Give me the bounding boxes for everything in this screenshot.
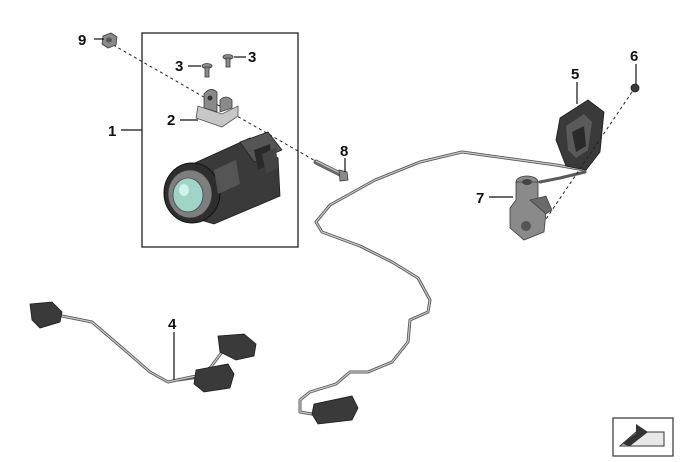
long-bolt-part bbox=[313, 159, 349, 182]
callout-5: 5 bbox=[571, 66, 579, 83]
mounting-bracket-part bbox=[195, 89, 239, 128]
screw-part-left bbox=[201, 63, 213, 78]
adapter-connector-lower bbox=[193, 363, 235, 393]
page-arrow-icon[interactable] bbox=[612, 417, 674, 457]
callout-1: 1 bbox=[108, 123, 116, 140]
callout-3-right: 3 bbox=[248, 49, 256, 66]
wiring-harness-main bbox=[298, 150, 587, 425]
callout-7: 7 bbox=[476, 190, 484, 207]
lens-part bbox=[172, 177, 204, 213]
screw-part-right bbox=[222, 54, 234, 68]
screw-axis-line bbox=[543, 91, 633, 223]
callout-8: 8 bbox=[340, 143, 348, 160]
assembly-frame bbox=[141, 32, 299, 248]
harness-connector-end bbox=[311, 395, 359, 425]
callout-9: 9 bbox=[78, 32, 86, 49]
adapter-connector-left bbox=[29, 301, 63, 329]
callout-2: 2 bbox=[167, 112, 175, 129]
callout-6: 6 bbox=[630, 48, 638, 65]
handlebar-clamp-part bbox=[509, 175, 553, 241]
screw-part-top-right bbox=[630, 83, 640, 93]
callout-4: 4 bbox=[168, 316, 177, 333]
callout-3-left: 3 bbox=[175, 58, 183, 75]
auxiliary-light-unit bbox=[163, 131, 283, 225]
switch-housing-part bbox=[555, 99, 605, 171]
adapter-harness-part bbox=[29, 301, 257, 393]
hex-nut-part bbox=[101, 32, 118, 49]
adapter-connector-upper bbox=[217, 333, 257, 361]
